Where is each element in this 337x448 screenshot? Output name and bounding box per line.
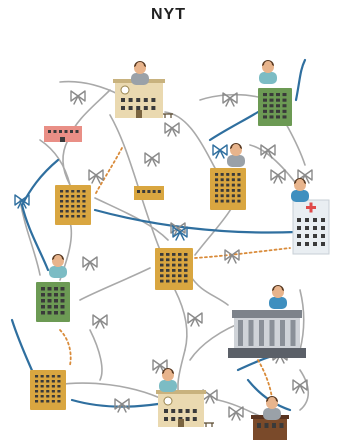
bow-knot-icon: [224, 249, 240, 264]
bow-knot-icon: [152, 359, 168, 374]
bow-knot-icon: [212, 144, 228, 159]
gray-thread: [164, 111, 216, 169]
orange-thread: [257, 359, 273, 399]
bow-knot-icon: [92, 314, 108, 329]
orange-thread: [194, 247, 291, 259]
gray-thread: [94, 197, 169, 241]
gray-thread: [62, 139, 71, 186]
person-icon: [259, 60, 277, 84]
gray-thread: [299, 369, 310, 411]
office-building-icon: [30, 370, 66, 410]
person-icon: [291, 178, 309, 202]
person-icon: [159, 368, 177, 392]
orange-thread: [59, 329, 72, 366]
orange-thread: [94, 147, 123, 196]
person-icon: [263, 396, 281, 420]
gray-thread: [299, 289, 305, 351]
person-icon: [269, 285, 287, 309]
school-building-icon: [156, 390, 214, 427]
blue-thread: [294, 58, 307, 102]
blue-thread: [208, 110, 260, 142]
bow-knot-icon: [82, 256, 98, 271]
bow-knot-icon: [187, 312, 203, 327]
bow-knot-icon: [144, 152, 160, 167]
bow-knot-icon: [70, 90, 86, 105]
bow-knot-icon: [297, 169, 313, 184]
gray-thread: [59, 80, 121, 96]
bank-building-icon: [228, 310, 306, 358]
office-building-icon: [36, 282, 70, 322]
person-icon: [131, 61, 149, 85]
office-building-icon: [55, 185, 91, 225]
hospital-building-icon: [292, 199, 330, 255]
gray-thread: [19, 199, 41, 276]
blue-thread: [93, 208, 298, 234]
bow-knot-icon: [164, 122, 180, 137]
bow-knot-icon: [270, 169, 286, 184]
office-building-icon: [44, 126, 82, 142]
office-building-icon: [258, 88, 292, 126]
gray-thread: [189, 274, 229, 306]
blue-thread: [20, 203, 50, 272]
bow-knot-icon: [228, 406, 244, 421]
gray-thread: [174, 289, 188, 351]
gray-thread: [54, 382, 161, 399]
office-building-icon: [155, 248, 193, 290]
office-building-icon: [134, 186, 164, 200]
bow-knot-icon: [222, 92, 238, 107]
office-building-icon: [210, 168, 246, 210]
gray-thread: [199, 93, 263, 101]
person-icon: [49, 254, 67, 278]
bow-knot-icon: [292, 379, 308, 394]
gray-thread: [89, 329, 103, 381]
gray-thread: [79, 267, 151, 301]
bow-knot-icon: [14, 194, 30, 209]
bow-knot-icon: [88, 169, 104, 184]
gray-thread: [39, 139, 71, 186]
bow-knot-icon: [260, 144, 276, 159]
person-icon: [227, 143, 245, 167]
bow-knot-icon: [114, 398, 130, 413]
bow-knot-icon: [172, 226, 188, 241]
blue-thread: [20, 158, 60, 207]
gray-thread: [109, 114, 161, 251]
page-title: NYT: [151, 6, 186, 23]
